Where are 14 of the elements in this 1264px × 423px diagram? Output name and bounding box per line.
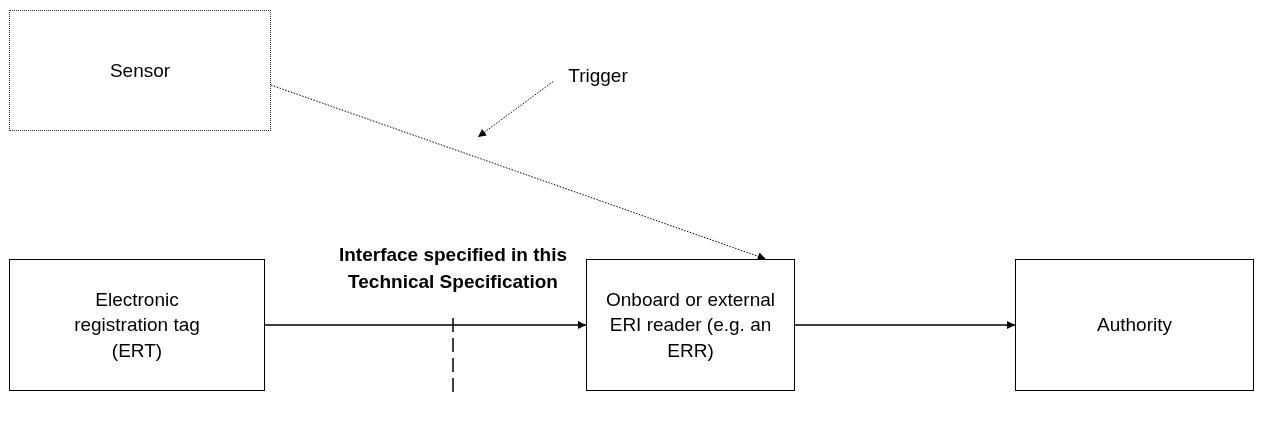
leader-line [477, 81, 554, 138]
arrow [794, 321, 1016, 329]
node-label: Onboard or external ERI reader (e.g. an ERR) [605, 287, 776, 363]
interface-label: Interface specified in this Technical Specification [337, 243, 569, 294]
node-label: Electronic registration tag (ERT) [73, 287, 201, 363]
arrow [270, 84, 767, 261]
node-label: Trigger [568, 64, 628, 89]
node-label: Authority [1097, 313, 1172, 338]
node-label: Sensor [109, 58, 171, 83]
process-box [9, 259, 265, 391]
process-box [9, 10, 271, 131]
arrow [264, 321, 587, 329]
process-box [586, 259, 795, 391]
process-box [1015, 259, 1254, 391]
